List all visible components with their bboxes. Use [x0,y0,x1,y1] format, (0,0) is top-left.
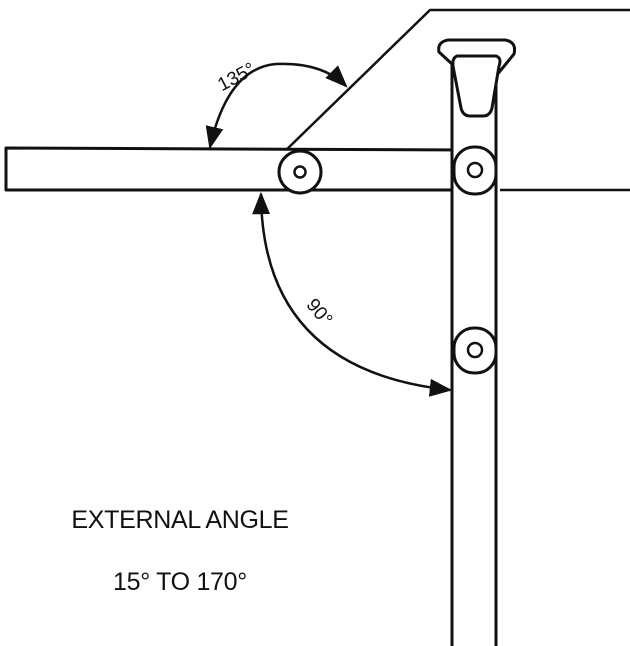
rivet-hole-upper [466,161,484,179]
rivet-hole-lower [466,341,484,359]
angle-arc-90 [252,191,453,397]
pivot-hole [293,165,307,179]
caption-range: 15° TO 170° [113,568,247,596]
caption-title: EXTERNAL ANGLE [71,506,289,534]
angle-label-135: 135° [214,59,259,96]
horizontal-blade [4,146,498,192]
handle-grip-slot [451,54,502,118]
angle-arc-135 [205,62,348,150]
angle-label-90: 90° [302,295,337,331]
